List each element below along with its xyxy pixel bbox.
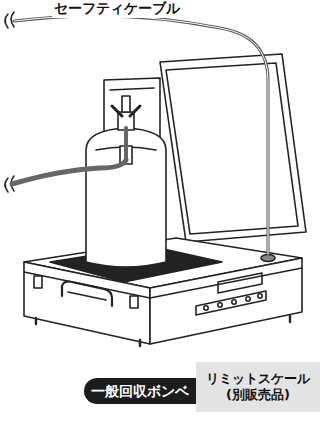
- node-text: 一般回収ボンベ: [91, 383, 189, 400]
- node-text: リミットスケール (別販売品): [202, 371, 314, 402]
- label-tab-light: リミットスケール (別販売品): [196, 362, 320, 412]
- label-tab-dark: 一般回収ボンベ: [84, 378, 196, 404]
- part-label: セーフティケーブル: [52, 0, 182, 18]
